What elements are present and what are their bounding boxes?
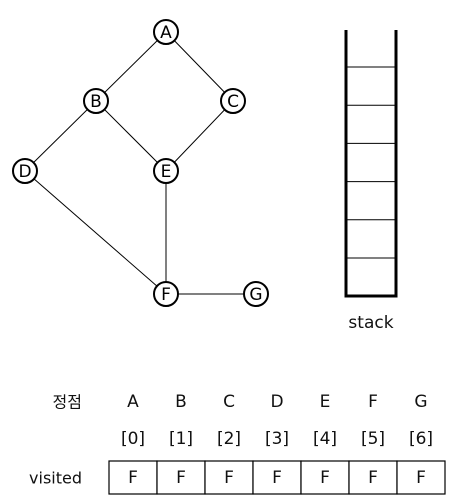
- node-c: C: [220, 88, 246, 114]
- node-circle: [153, 19, 179, 45]
- edge-d-f: [24, 170, 167, 295]
- index-row: [0] [1] [2] [3] [4] [5] [6]: [121, 429, 433, 449]
- vertex-header: 정점: [53, 393, 82, 412]
- node-label: D: [18, 162, 31, 182]
- edge-b-e: [95, 100, 167, 172]
- cell-box: [396, 460, 446, 495]
- node-e: E: [153, 158, 179, 184]
- cell-box: [300, 460, 350, 495]
- vertex-a: A: [127, 392, 139, 412]
- visited-cell: F: [348, 460, 398, 495]
- index-label: [2]: [217, 429, 241, 449]
- vertex-row: A B C D E F G: [127, 392, 427, 412]
- cell-value: F: [416, 468, 426, 488]
- node-label: F: [161, 285, 171, 305]
- visited-cell: F: [204, 460, 254, 495]
- node-label: B: [90, 92, 102, 112]
- visited-cell: F: [300, 460, 350, 495]
- cell-box: [204, 460, 254, 495]
- vertex-f: F: [368, 392, 378, 412]
- node-a: A: [153, 19, 179, 45]
- node-label: G: [249, 285, 262, 305]
- index-label: [3]: [265, 429, 289, 449]
- index-label: [0]: [121, 429, 145, 449]
- index-label: [1]: [169, 429, 193, 449]
- visited-cell: F: [252, 460, 302, 495]
- graph-nodes: A B C D E F G: [12, 19, 269, 307]
- node-circle: [83, 88, 109, 114]
- visited-cell: F: [156, 460, 206, 495]
- visited-cell: F: [396, 460, 446, 495]
- vertex-c: C: [223, 392, 235, 412]
- node-d: D: [12, 158, 38, 184]
- cell-value: F: [320, 468, 330, 488]
- vertex-b: B: [175, 392, 187, 412]
- edge-c-e: [165, 100, 234, 172]
- cell-value: F: [176, 468, 186, 488]
- vertex-g: G: [414, 392, 427, 412]
- vertex-d: D: [270, 392, 283, 412]
- cell-value: F: [224, 468, 234, 488]
- visited-row-label: visited: [29, 469, 82, 488]
- edge-a-c: [165, 31, 234, 102]
- stack-container: [344, 30, 398, 298]
- visited-cell: F: [108, 460, 158, 495]
- node-circle: [153, 281, 179, 307]
- node-g: G: [243, 281, 269, 307]
- node-f: F: [153, 281, 179, 307]
- node-label: E: [161, 162, 172, 182]
- node-label: C: [227, 92, 239, 112]
- cell-value: F: [272, 468, 282, 488]
- vertex-e: E: [320, 392, 331, 412]
- cell-value: F: [368, 468, 378, 488]
- cell-value: F: [128, 468, 138, 488]
- node-b: B: [83, 88, 109, 114]
- node-circle: [12, 158, 38, 184]
- node-circle: [153, 158, 179, 184]
- edge-a-b: [95, 31, 167, 102]
- graph-edges: [24, 31, 256, 295]
- index-label: [5]: [361, 429, 385, 449]
- edge-b-d: [24, 100, 97, 172]
- node-circle: [220, 88, 246, 114]
- node-circle: [243, 281, 269, 307]
- index-label: [6]: [409, 429, 433, 449]
- index-label: [4]: [313, 429, 337, 449]
- stack-caption: stack: [348, 313, 393, 333]
- node-label: A: [160, 23, 172, 43]
